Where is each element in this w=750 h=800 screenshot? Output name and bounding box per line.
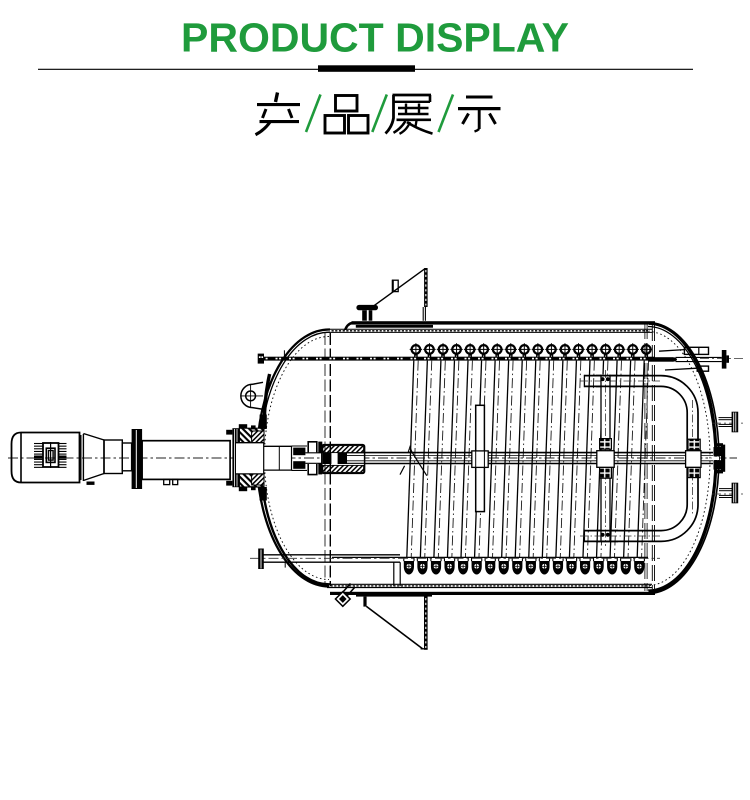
svg-text:PRODUCT DISPLAY: PRODUCT DISPLAY bbox=[181, 15, 569, 61]
